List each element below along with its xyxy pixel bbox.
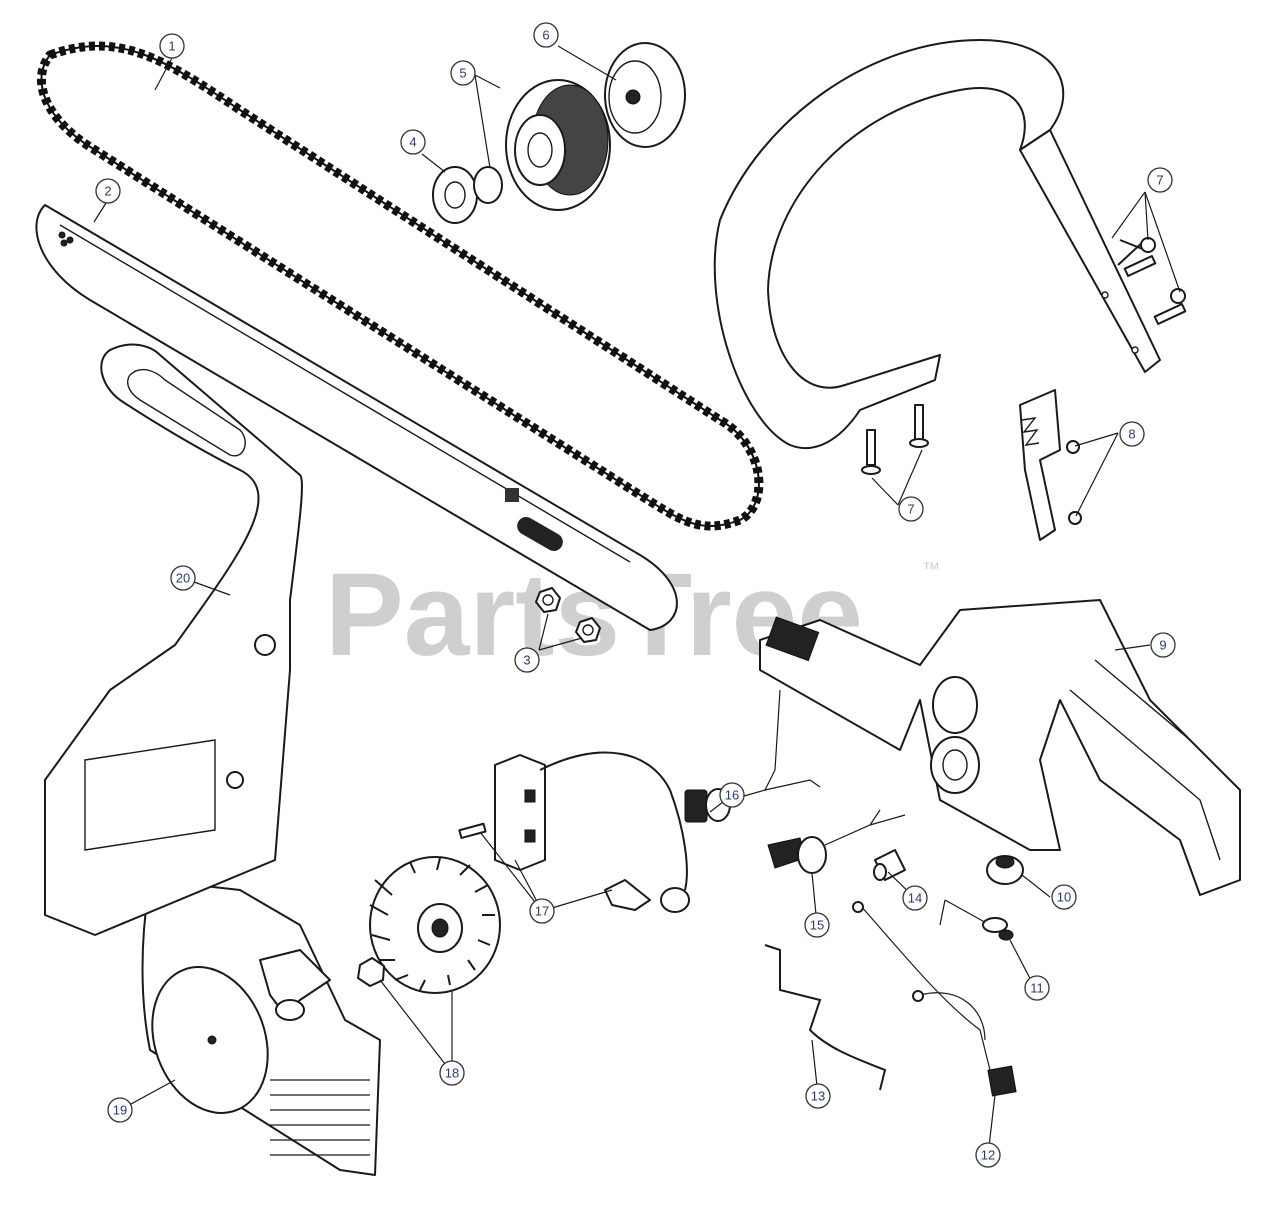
- clutch-drum: [473, 79, 611, 211]
- callout-20: 20: [170, 565, 196, 591]
- callouts: 1 2 3 4 5 6 7 7 8 9 10 11 12 13 14 15 16…: [95, 22, 1176, 1168]
- callout-11: 11: [1024, 975, 1050, 1001]
- svg-text:15: 15: [810, 918, 824, 933]
- bumper-spikes: [1019, 389, 1082, 541]
- svg-text:1: 1: [168, 39, 175, 54]
- svg-text:17: 17: [535, 904, 549, 919]
- callout-9: 9: [1150, 632, 1176, 658]
- fuel-filter: [873, 849, 906, 881]
- callout-19: 19: [107, 1097, 133, 1123]
- svg-text:20: 20: [176, 571, 190, 586]
- svg-text:7: 7: [907, 502, 914, 517]
- saw-chain: [37, 41, 764, 531]
- svg-text:4: 4: [409, 135, 416, 150]
- flywheel: [357, 856, 501, 994]
- callout-8: 8: [1119, 421, 1145, 447]
- oil-cap: [684, 689, 821, 823]
- clutch: [604, 42, 686, 148]
- svg-text:5: 5: [459, 66, 466, 81]
- svg-text:18: 18: [445, 1066, 459, 1081]
- callout-13: 13: [805, 1083, 831, 1109]
- callout-5: 5: [450, 60, 476, 86]
- svg-text:12: 12: [981, 1148, 995, 1163]
- bar-nuts: [535, 587, 601, 643]
- callout-7-top: 7: [1147, 167, 1173, 193]
- starter-assembly: [141, 879, 381, 1176]
- throttle-rod: [764, 944, 887, 1091]
- callout-3: 3: [514, 647, 540, 673]
- callout-16: 16: [719, 782, 745, 808]
- engine-housing: [759, 599, 1241, 896]
- svg-text:11: 11: [1030, 981, 1044, 996]
- fuel-cap: [767, 809, 906, 874]
- svg-text:10: 10: [1057, 890, 1071, 905]
- callout-7-bottom: 7: [898, 496, 924, 522]
- choke-rod: [939, 899, 1014, 941]
- svg-text:19: 19: [113, 1103, 127, 1118]
- callout-10: 10: [1051, 884, 1077, 910]
- ignition-module: [458, 751, 690, 913]
- svg-text:14: 14: [908, 891, 922, 906]
- svg-text:3: 3: [523, 653, 530, 668]
- callout-2: 2: [95, 178, 121, 204]
- side-cover: [44, 343, 303, 936]
- guide-bar: [35, 204, 678, 631]
- svg-text:8: 8: [1128, 427, 1135, 442]
- callout-17: 17: [529, 898, 555, 924]
- callout-12: 12: [975, 1142, 1001, 1168]
- callout-1: 1: [159, 33, 185, 59]
- callout-15: 15: [804, 912, 830, 938]
- watermark-trademark: ™: [922, 559, 940, 579]
- svg-text:9: 9: [1159, 638, 1166, 653]
- svg-text:13: 13: [811, 1089, 825, 1104]
- front-handle: [713, 39, 1187, 475]
- callout-14: 14: [902, 885, 928, 911]
- svg-text:6: 6: [542, 28, 549, 43]
- svg-text:16: 16: [725, 788, 739, 803]
- callout-6: 6: [533, 22, 559, 48]
- svg-text:2: 2: [104, 184, 111, 199]
- svg-text:7: 7: [1156, 173, 1163, 188]
- washer: [432, 166, 478, 224]
- stop-switch: [852, 901, 1017, 1097]
- callout-4: 4: [400, 129, 426, 155]
- callout-18: 18: [439, 1060, 465, 1086]
- primer-bulb: [986, 855, 1024, 885]
